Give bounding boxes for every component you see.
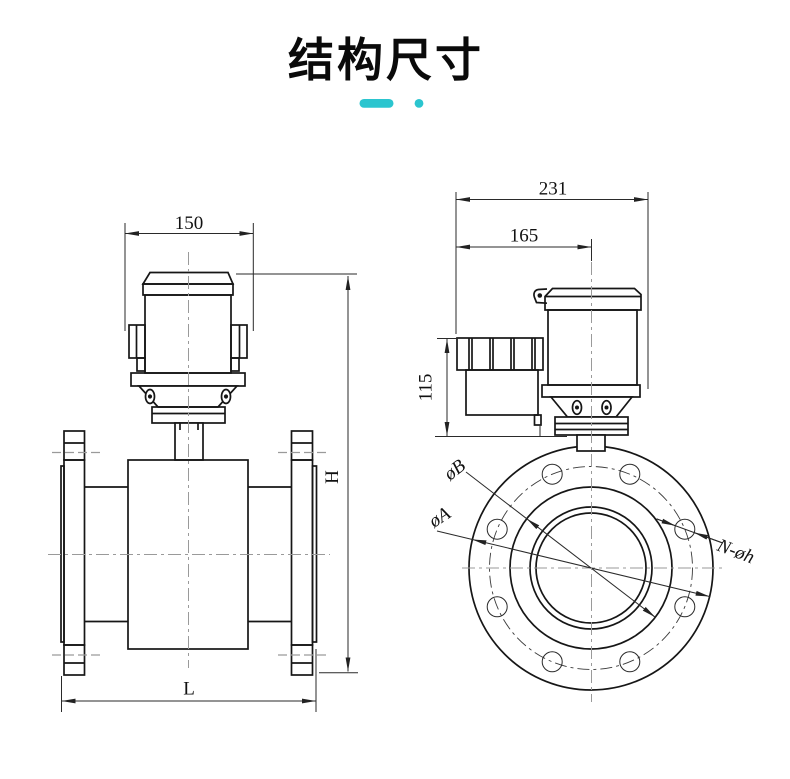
dim-N-phih-label: N-øh [713, 535, 757, 569]
right-flange-front [290, 430, 318, 676]
dim-H: H [236, 273, 358, 674]
dim-231-label: 231 [539, 179, 568, 200]
front-view-centerlines [48, 252, 330, 668]
junction-box-side [456, 337, 544, 436]
dim-phiA-label: øA [424, 503, 454, 533]
dim-165: 165 [456, 226, 592, 261]
dim-231: 231 [455, 179, 649, 389]
front-view: 150 H L [48, 213, 358, 712]
dim-115: 115 [416, 338, 567, 437]
left-flange-front [60, 430, 86, 676]
dim-L-label: L [183, 679, 195, 700]
dim-H-label: H [322, 470, 343, 484]
side-view: 231 165 115 [416, 179, 649, 702]
dim-165-label: 165 [510, 226, 539, 247]
dim-150: 150 [124, 213, 254, 331]
title-accent-dash [359, 99, 394, 108]
converter-head-side [533, 287, 642, 386]
title-accent-dot [414, 99, 424, 108]
dim-115-label: 115 [416, 374, 437, 402]
dim-phiB-label: øB [439, 455, 470, 485]
flange-view: øA øB N-øh [424, 445, 757, 691]
dim-L: L [61, 649, 317, 712]
bolt-holes [486, 463, 696, 673]
dim-150-label: 150 [175, 213, 204, 234]
page-title: 结构尺寸 [288, 34, 484, 86]
page-header: 结构尺寸 [288, 34, 484, 108]
